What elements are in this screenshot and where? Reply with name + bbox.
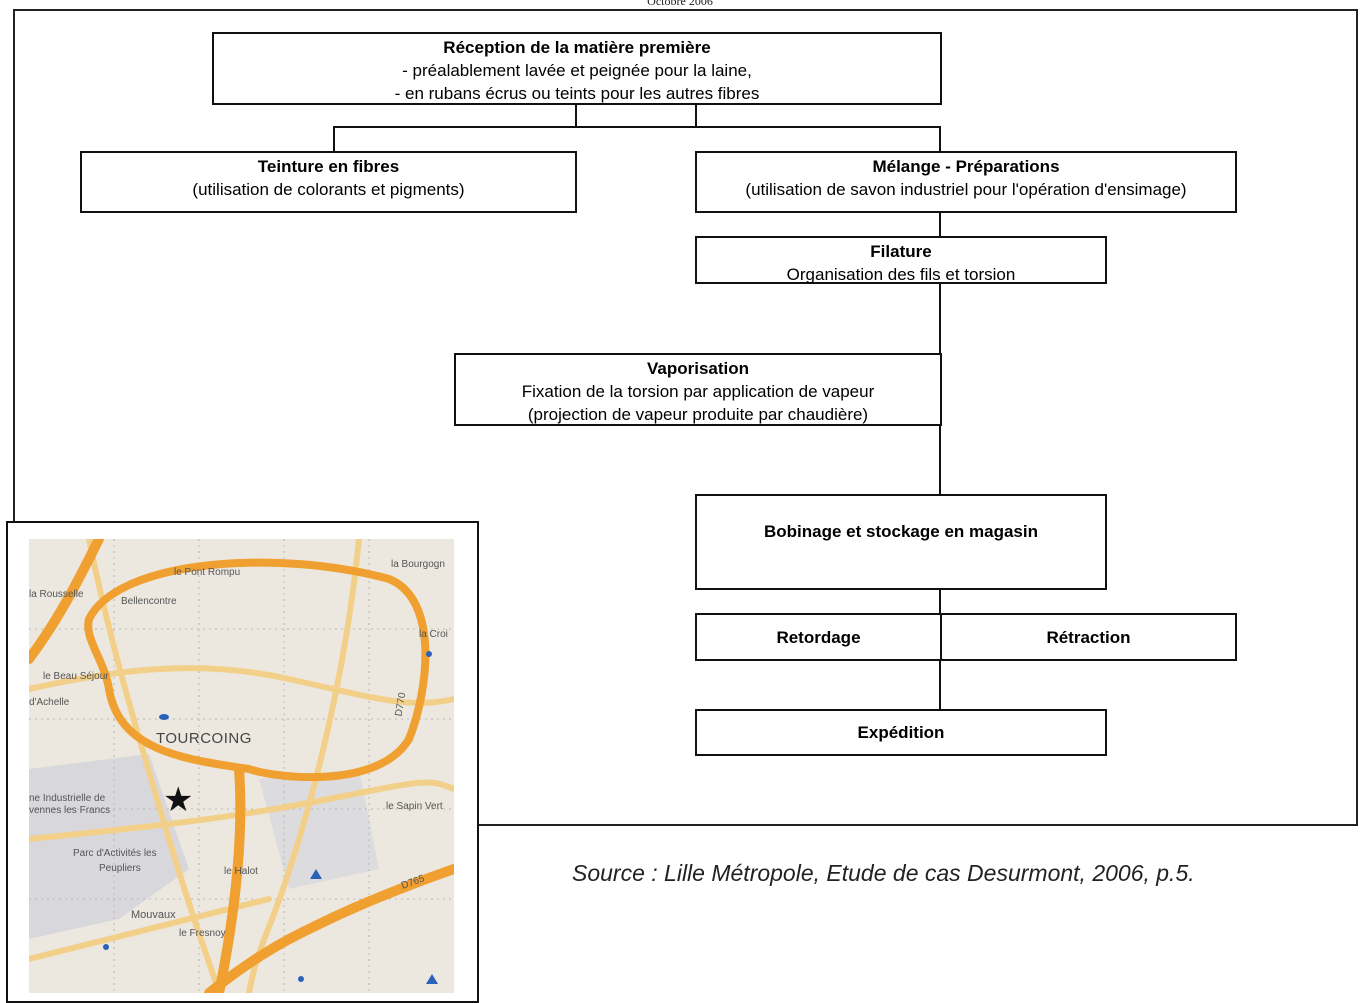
map-roads [29, 539, 454, 993]
vaporisation-title: Vaporisation [646, 359, 750, 378]
filature-box: Filature Organisation des fils et torsio… [695, 236, 1107, 284]
connector-line [695, 104, 697, 128]
vaporisation-line-2: (projection de vapeur produite par chaud… [527, 405, 869, 424]
retraction-title: Rétraction [1046, 627, 1131, 647]
reception-title: Réception de la matière première [443, 38, 711, 57]
map-label-zone-2: vennes les Francs [29, 805, 111, 816]
vaporisation-line-1: Fixation de la torsion par application d… [521, 382, 875, 401]
map-label-city: TOURCOING [156, 730, 252, 747]
connector-line [333, 126, 941, 128]
expedition-box: Expédition [695, 709, 1107, 756]
retordage-box: Retordage [695, 613, 942, 661]
map-label-zone-1: ne Industrielle de [29, 793, 106, 804]
source-caption: Source : Lille Métropole, Etude de cas D… [572, 860, 1195, 886]
map-label-mouvaux: Mouvaux [131, 909, 176, 921]
map-label-sapin-vert: le Sapin Vert [386, 801, 443, 812]
retordage-title: Retordage [776, 627, 861, 647]
reception-line-1: - préalablement lavée et peignée pour la… [402, 61, 752, 80]
flowchart-frame [13, 9, 1358, 826]
bobinage-box: Bobinage et stockage en magasin [695, 494, 1107, 590]
melange-line-1: (utilisation de savon industriel pour l'… [745, 180, 1187, 199]
vaporisation-box: Vaporisation Fixation de la torsion par … [454, 353, 942, 426]
reception-box: Réception de la matière première - préal… [212, 32, 942, 105]
map-label-fresnoy: le Fresnoy [179, 928, 226, 939]
connector-line [333, 126, 335, 152]
map-label-rousselle: la Rousselle [29, 589, 84, 600]
connector-line [939, 211, 941, 237]
map-label-halot: le Halot [224, 866, 258, 877]
map-label-parc-1: Parc d'Activités les [73, 848, 157, 859]
page-header-caption: Octobre 2006 [647, 0, 713, 8]
connector-line [939, 589, 941, 614]
teinture-line-1: (utilisation de colorants et pigments) [192, 180, 465, 199]
connector-line [575, 104, 577, 128]
map-label-beau-sejour: le Beau Séjour [43, 671, 109, 682]
connector-line [939, 660, 941, 710]
location-star-icon: ★ [163, 781, 194, 819]
map-label-pont-rompu: le Pont Rompu [174, 567, 241, 578]
melange-box: Mélange - Préparations (utilisation de s… [695, 151, 1237, 213]
teinture-title: Teinture en fibres [257, 157, 400, 176]
map-label-croix: la Croi [419, 629, 448, 640]
location-map: le Pont Rompu la Bourgogn la Rousselle B… [29, 539, 454, 993]
reception-line-2: - en rubans écrus ou teints pour les aut… [394, 84, 760, 103]
map-label-bellencontre: Bellencontre [121, 596, 177, 607]
expedition-title: Expédition [857, 723, 945, 742]
melange-title: Mélange - Préparations [872, 157, 1060, 176]
filature-title: Filature [870, 242, 932, 261]
connector-line [939, 126, 941, 152]
map-label-parc-2: Peupliers [99, 863, 141, 874]
retraction-box: Rétraction [940, 613, 1237, 661]
bobinage-title: Bobinage et stockage en magasin [764, 522, 1038, 541]
map-label-bourgogne: la Bourgogn [391, 559, 445, 570]
teinture-box: Teinture en fibres (utilisation de color… [80, 151, 577, 213]
map-label-achelle: d'Achelle [29, 697, 70, 708]
filature-line-1: Organisation des fils et torsion [786, 265, 1016, 284]
